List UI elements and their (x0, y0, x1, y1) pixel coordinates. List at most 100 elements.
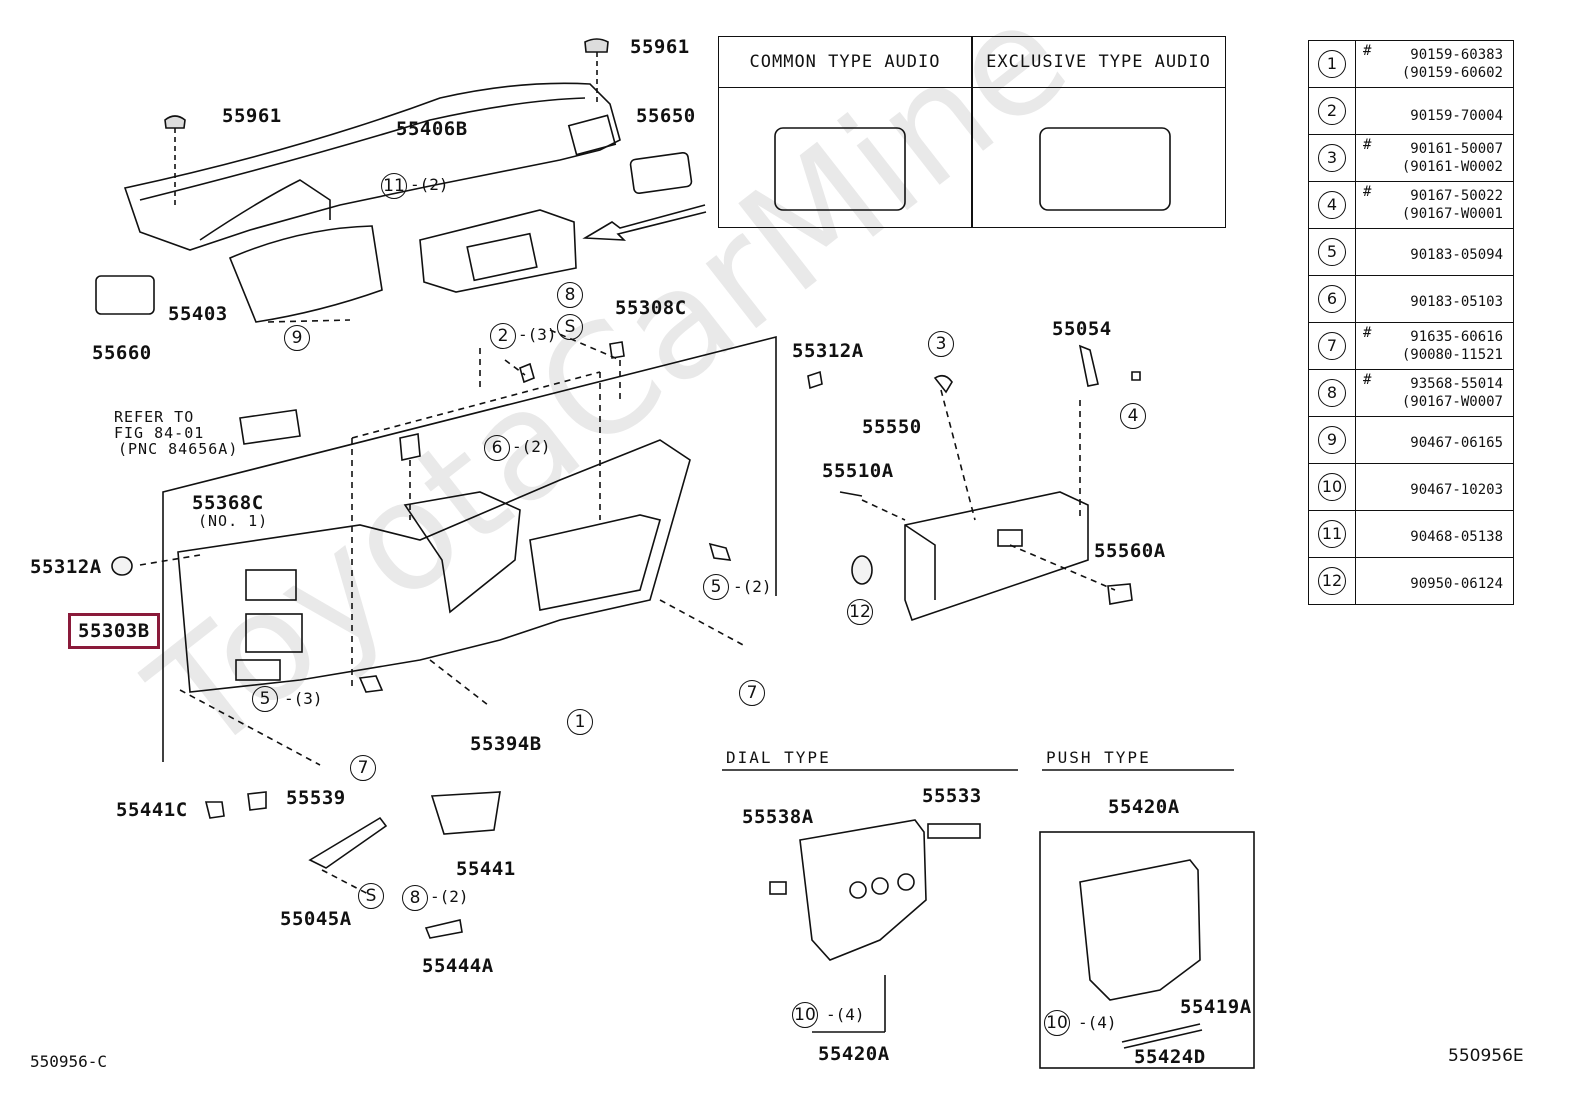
legend-part-alt: (90080-11521 (1401, 347, 1503, 363)
part-label-55394B: 55394B (470, 733, 542, 755)
audio-table-divider (971, 37, 973, 227)
legend-num: 10 (1318, 473, 1346, 501)
legend-part-alt: (90159-60602 (1401, 65, 1503, 81)
legend-row: 3 # 90161-50007 (90161-W0002 (1309, 135, 1513, 182)
part-label-55406B: 55406B (396, 118, 468, 140)
legend-row: 2 90159-70004 (1309, 88, 1513, 135)
legend-part-alt: (90167-W0001 (1401, 206, 1503, 222)
highlight-box (68, 613, 160, 649)
callout-s-lower: S (358, 883, 384, 909)
part-label-55054: 55054 (1052, 318, 1112, 340)
part-label-55312A-right: 55312A (792, 340, 864, 362)
part-label-55660: 55660 (92, 342, 152, 364)
legend-hash: # (1363, 43, 1372, 59)
audio-type-table: COMMON TYPE AUDIO EXCLUSIVE TYPE AUDIO (718, 36, 1226, 228)
audio-col-exclusive: EXCLUSIVE TYPE AUDIO (972, 37, 1225, 88)
legend-part: 90159-60383 (1410, 47, 1503, 63)
callout-6-qty: -(2) (512, 437, 551, 456)
part-label-55419A: 55419A (1180, 996, 1252, 1018)
part-label-55441: 55441 (456, 858, 516, 880)
refer-note-line-2: FIG 84-01 (114, 424, 205, 442)
callout-9: 9 (284, 325, 310, 351)
callout-5-left-qty: -(3) (284, 689, 323, 708)
refer-note-line-3: (PNC 84656A) (118, 440, 239, 458)
legend-row: 11 90468-05138 (1309, 511, 1513, 558)
part-label-55441C: 55441C (116, 799, 188, 821)
callout-10-push: 10 (1044, 1010, 1070, 1036)
callout-1: 1 (567, 709, 593, 735)
part-label-55539: 55539 (286, 787, 346, 809)
part-label-55650: 55650 (636, 105, 696, 127)
part-label-55424D: 55424D (1134, 1046, 1206, 1068)
legend-num: 5 (1318, 238, 1346, 266)
legend-num: 12 (1318, 567, 1346, 595)
figure-code-left: 550956-C (30, 1052, 108, 1071)
legend-num: 1 (1318, 50, 1346, 78)
refer-note-line-1: REFER TO (114, 408, 195, 426)
legend-row: 6 90183-05103 (1309, 276, 1513, 323)
legend-part: 91635-60616 (1410, 329, 1503, 345)
legend-part: 90950-06124 (1410, 576, 1503, 592)
legend-part: 90183-05094 (1410, 247, 1503, 263)
callout-7-left: 7 (350, 755, 376, 781)
callout-5-right-qty: -(2) (733, 577, 772, 596)
legend-num: 9 (1318, 426, 1346, 454)
legend-part-alt: (90167-W0007 (1401, 394, 1503, 410)
part-label-55045A: 55045A (280, 908, 352, 930)
part-label-55560A: 55560A (1094, 540, 1166, 562)
legend-row: 8 # 93568-55014 (90167-W0007 (1309, 370, 1513, 417)
legend-part: 90467-10203 (1410, 482, 1503, 498)
legend-hash: # (1363, 372, 1372, 388)
part-label-55444A: 55444A (422, 955, 494, 977)
legend-row: 7 # 91635-60616 (90080-11521 (1309, 323, 1513, 370)
section-dial-type: DIAL TYPE (726, 748, 831, 767)
part-label-55961-top: 55961 (630, 36, 690, 58)
legend-part-alt: (90161-W0002 (1401, 159, 1503, 175)
callout-2: 2 (490, 323, 516, 349)
legend-hash: # (1363, 325, 1372, 341)
part-label-55420A-dial: 55420A (818, 1043, 890, 1065)
legend-part: 93568-55014 (1410, 376, 1503, 392)
legend-num: 11 (1318, 520, 1346, 548)
legend-part: 90467-06165 (1410, 435, 1503, 451)
figure-code-right: 550956E (1448, 1046, 1524, 1066)
callout-11-qty: -(2) (410, 175, 449, 194)
legend-part: 90183-05103 (1410, 294, 1503, 310)
part-label-55420A-push: 55420A (1108, 796, 1180, 818)
part-label-55538A: 55538A (742, 806, 814, 828)
legend-num: 6 (1318, 285, 1346, 313)
part-label-55403: 55403 (168, 303, 228, 325)
part-label-55533: 55533 (922, 785, 982, 807)
legend-row: 5 90183-05094 (1309, 229, 1513, 276)
part-label-55303B: 55303B (78, 620, 150, 642)
legend-part: 90167-50022 (1410, 188, 1503, 204)
legend-num: 7 (1318, 332, 1346, 360)
part-label-55510A: 55510A (822, 460, 894, 482)
callout-7-right: 7 (739, 680, 765, 706)
callout-8-lower-qty: -(2) (430, 887, 469, 906)
part-label-55550: 55550 (862, 416, 922, 438)
legend-part: 90468-05138 (1410, 529, 1503, 545)
callout-4: 4 (1120, 403, 1146, 429)
legend-table: 1 # 90159-60383 (90159-60602 2 90159-700… (1308, 40, 1514, 605)
legend-row: 10 90467-10203 (1309, 464, 1513, 511)
callout-5-left: 5 (252, 686, 278, 712)
callout-10-dial: 10 (792, 1002, 818, 1028)
callout-5-right: 5 (703, 574, 729, 600)
part-label-55308C: 55308C (615, 297, 687, 319)
legend-row: 9 90467-06165 (1309, 417, 1513, 464)
part-label-55312A-left: 55312A (30, 556, 102, 578)
part-note-no1: (NO. 1) (198, 512, 269, 530)
part-label-55961-left: 55961 (222, 105, 282, 127)
callout-2-qty: -(3) (518, 325, 557, 344)
callout-10-push-qty: -(4) (1078, 1013, 1117, 1032)
callout-s: S (557, 314, 583, 340)
callout-3: 3 (928, 331, 954, 357)
legend-row: 12 90950-06124 (1309, 558, 1513, 604)
legend-num: 2 (1318, 97, 1346, 125)
legend-num: 3 (1318, 144, 1346, 172)
part-label-55368C: 55368C (192, 492, 264, 514)
callout-8: 8 (557, 282, 583, 308)
